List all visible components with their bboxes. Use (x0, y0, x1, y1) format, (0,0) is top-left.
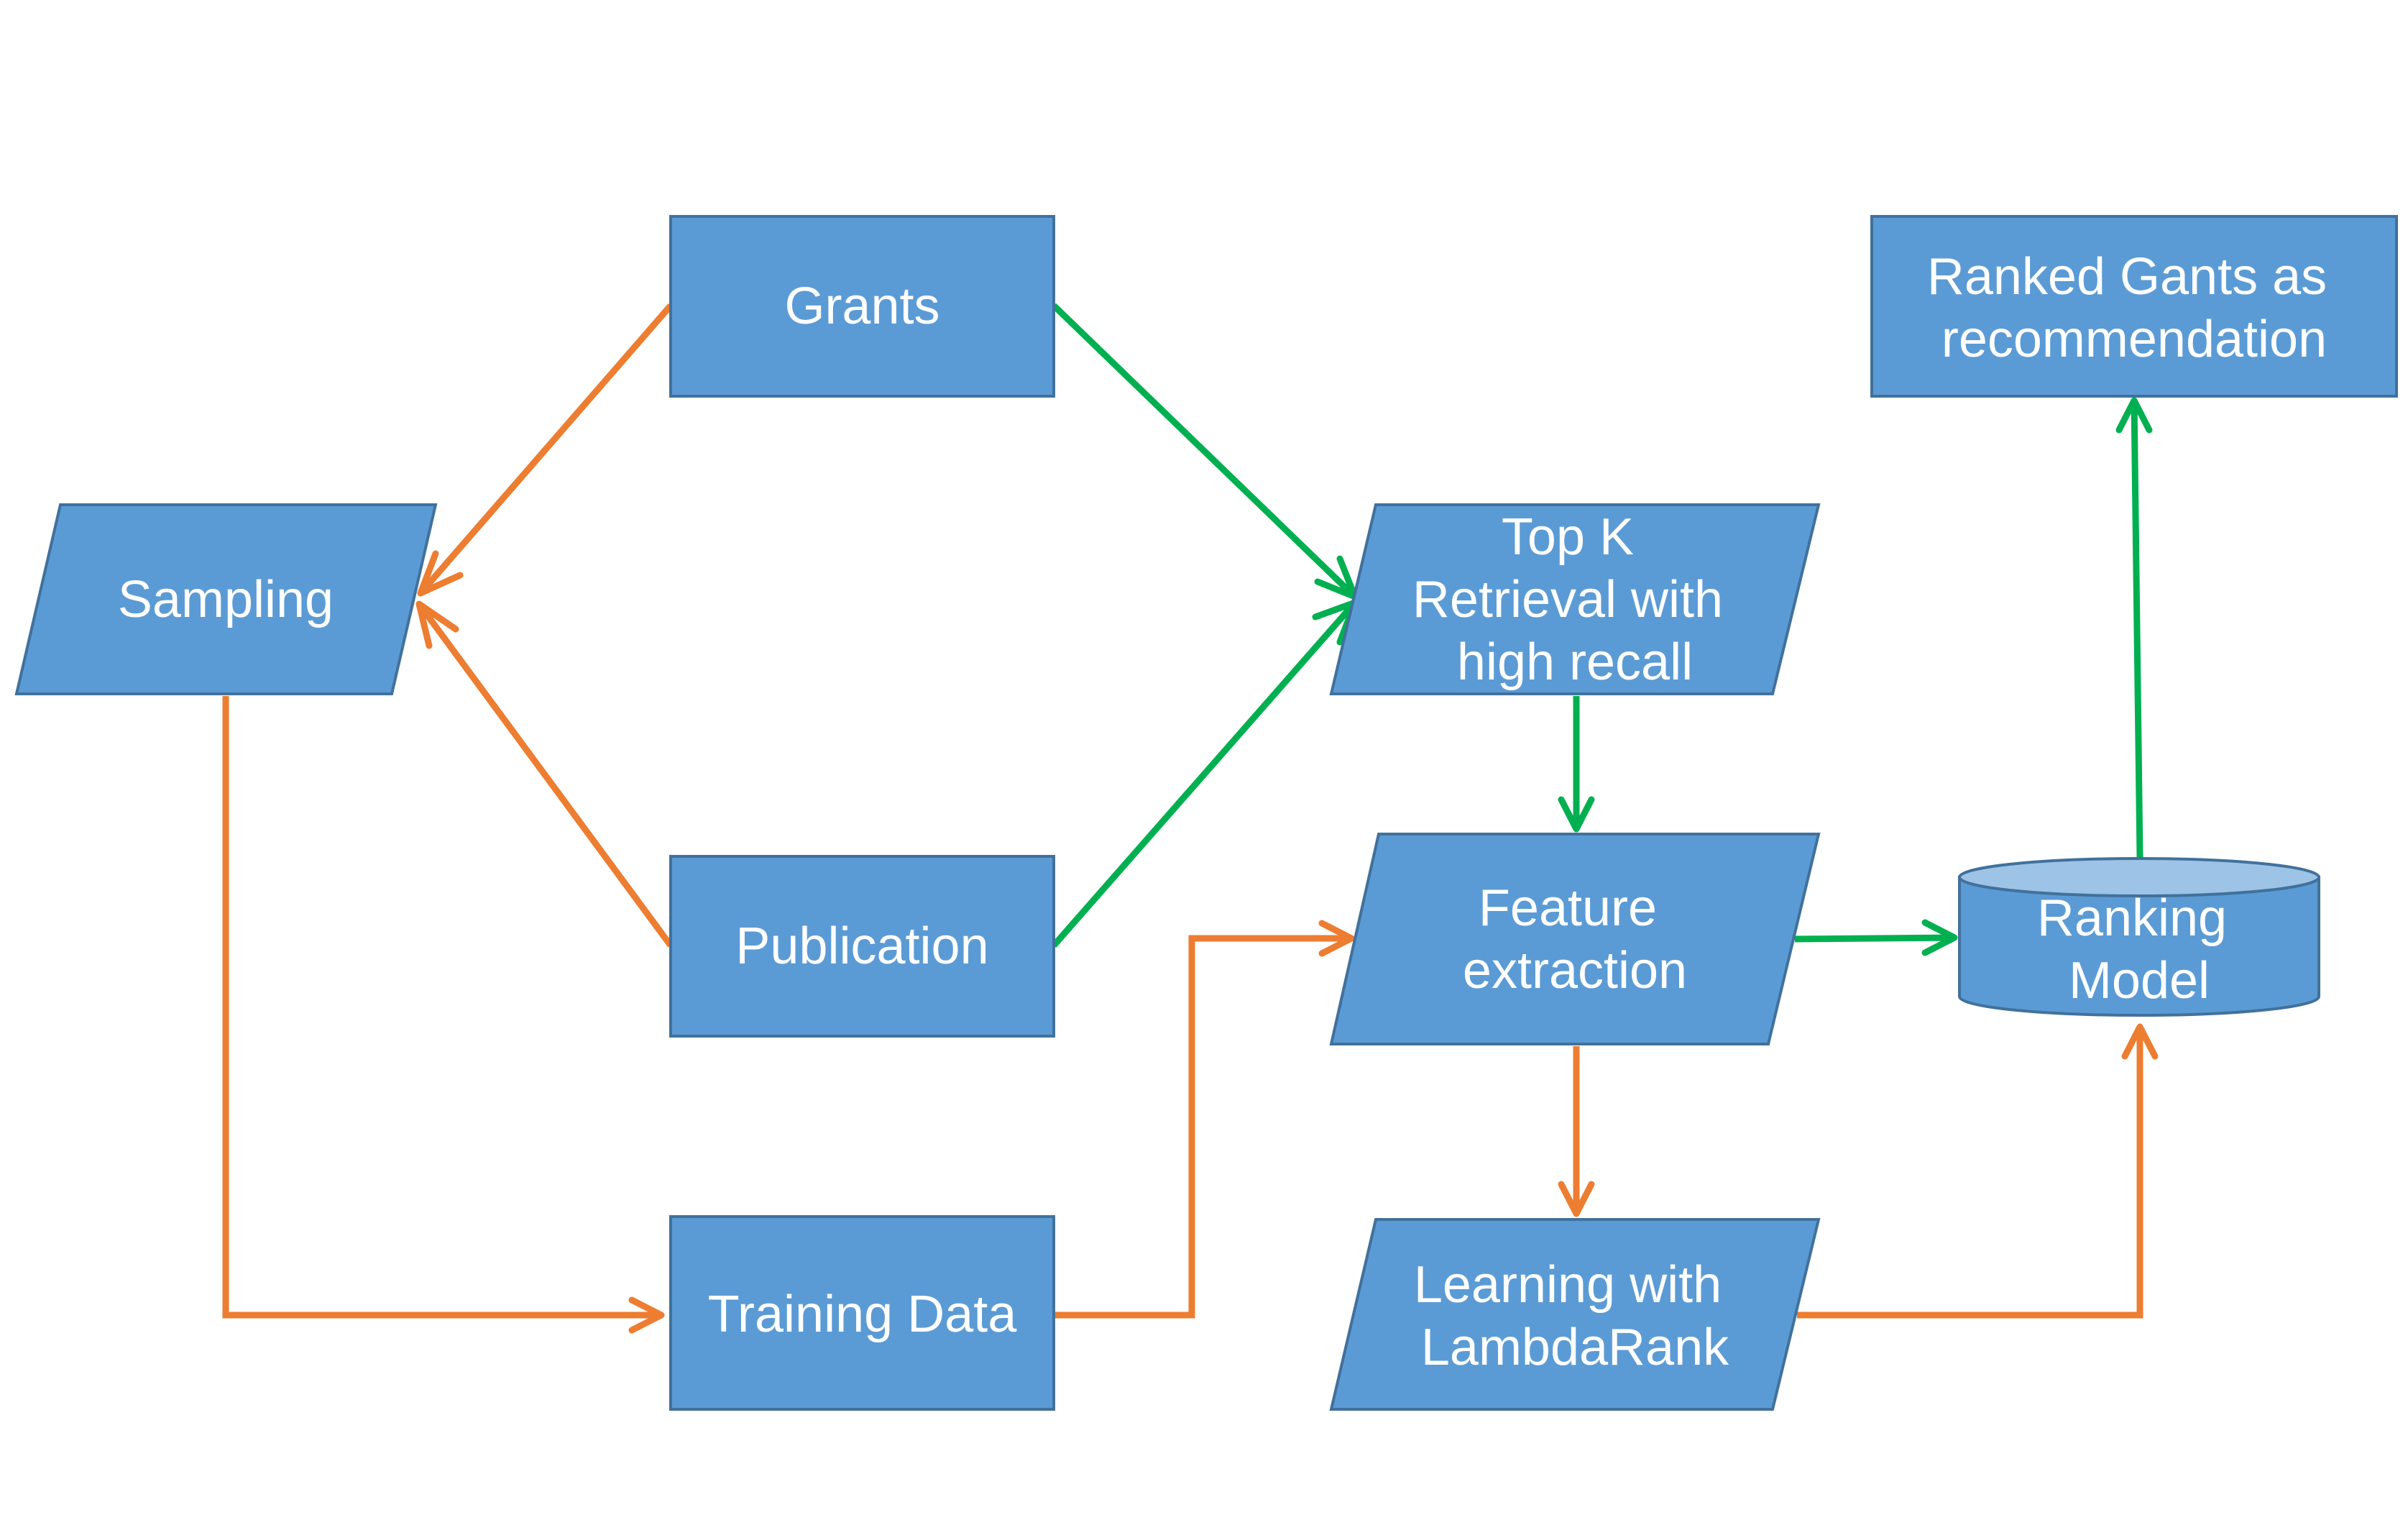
edge-learning-to-ranking-model (1797, 1023, 2159, 1319)
node-publication-line-1: Publication (735, 917, 988, 975)
node-top-k-line-3: high recall (1457, 633, 1693, 691)
edge-ranking-model-to-ranked-grants (2115, 397, 2153, 858)
node-top-k-retrieval: Top K Retrieval with high recall (1329, 503, 1821, 695)
node-training-data-label: Training Data (708, 1286, 1017, 1343)
node-feature-extraction: Feature extraction (1329, 833, 1821, 1045)
node-grants: Grants (669, 215, 1055, 398)
node-publication-label: Publication (735, 917, 988, 975)
edge-feature-extraction-to-learning (1558, 1046, 1595, 1217)
node-grants-label: Grants (784, 278, 939, 335)
edge-top-k-to-feature-extraction (1558, 696, 1595, 833)
node-grants-line-1: Grants (784, 278, 939, 335)
edge-publication-to-top-k (1051, 599, 1359, 948)
node-publication: Publication (669, 855, 1055, 1038)
node-ranking-model-label: Ranking Model (2037, 889, 2241, 1010)
node-top-k-line-2: Retrieval with (1412, 571, 1723, 628)
node-ranked-grants-line-1: Ranked Gants as (1927, 248, 2327, 306)
edge-training-data-to-feature-extraction (1054, 920, 1355, 1319)
edge-feature-extraction-to-ranking-model (1794, 919, 1958, 956)
node-ranked-grants: Ranked Gants as recommendation (1870, 215, 2398, 398)
node-learning-label: Learning with LambdaRank (1414, 1256, 1736, 1376)
node-learning-line-2: LambdaRank (1421, 1319, 1729, 1376)
node-ranking-model-line-2: Model (2069, 952, 2210, 1010)
edge-publication-to-sampling (415, 600, 674, 948)
edge-grants-to-sampling (417, 303, 674, 597)
node-learning-lambdarank: Learning with LambdaRank (1329, 1218, 1821, 1411)
node-training-data: Training Data (669, 1215, 1055, 1411)
edge-sampling-to-training-data (222, 696, 665, 1334)
node-sampling: Sampling (14, 503, 438, 695)
node-ranking-model-line-1: Ranking (2037, 889, 2227, 947)
node-ranking-model: Ranking Model (1958, 857, 2320, 1017)
node-feature-extraction-line-1: Feature (1479, 879, 1657, 937)
node-learning-line-1: Learning with (1414, 1256, 1722, 1314)
node-ranked-grants-label: Ranked Gants as recommendation (1927, 248, 2341, 368)
node-sampling-label: Sampling (118, 571, 334, 628)
node-training-data-line-1: Training Data (708, 1286, 1017, 1343)
node-feature-extraction-line-2: extraction (1463, 942, 1687, 999)
node-top-k-label: Top K Retrieval with high recall (1412, 508, 1737, 691)
node-feature-extraction-label: Feature extraction (1463, 879, 1687, 999)
node-top-k-line-1: Top K (1502, 508, 1634, 566)
node-sampling-line-1: Sampling (118, 571, 334, 628)
edge-grants-to-top-k (1051, 303, 1359, 600)
node-ranked-grants-line-2: recommendation (1941, 311, 2327, 368)
